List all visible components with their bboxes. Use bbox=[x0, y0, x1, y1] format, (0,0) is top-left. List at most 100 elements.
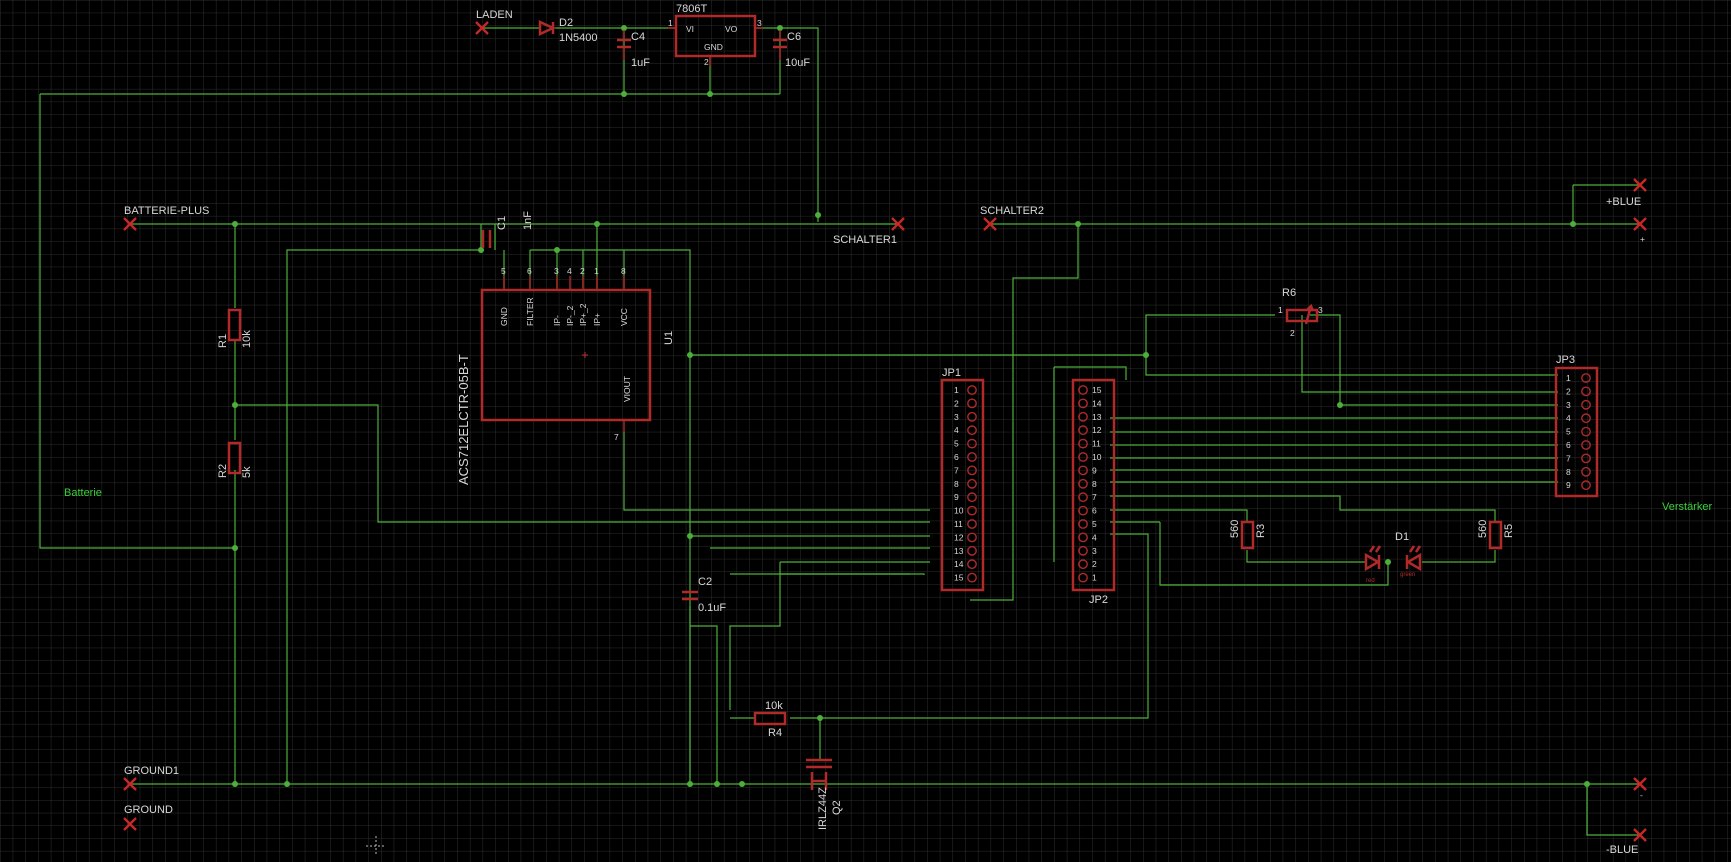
jp1-pin-number: 15 bbox=[954, 573, 964, 583]
jp1-pin-pad bbox=[967, 385, 977, 395]
capacitor-c6[interactable]: C6 10uF bbox=[773, 30, 810, 69]
mosfet-q2-value: IRLZ44Z bbox=[817, 787, 829, 830]
jp3-pin-pad bbox=[1581, 386, 1591, 397]
capacitor-c4-value: 1uF bbox=[631, 57, 650, 69]
jp2-pin-number: 3 bbox=[1092, 546, 1097, 556]
jp1-pin-pad bbox=[967, 465, 977, 476]
jp3-pin-pad bbox=[1581, 399, 1591, 410]
jp1-pin-number: 11 bbox=[954, 519, 963, 529]
resistor-r1-name: R1 bbox=[217, 334, 229, 348]
capacitor-c4-name: C4 bbox=[631, 31, 645, 43]
connector-jp2-name: JP2 bbox=[1089, 594, 1108, 606]
ic-u1-pin-label: IP+_2 bbox=[578, 303, 588, 326]
jp2-pin-pad bbox=[1078, 519, 1088, 529]
trimmer-r6-arrow bbox=[1304, 303, 1315, 325]
junction bbox=[232, 402, 238, 408]
wire-led-mid bbox=[1159, 522, 1389, 586]
diode-d2-symbol bbox=[538, 20, 556, 36]
mosfet-q2[interactable]: IRLZ44Z Q2 bbox=[806, 758, 843, 830]
jp1-pin-number: 12 bbox=[954, 532, 964, 542]
wire-group bbox=[39, 27, 1640, 836]
resistor-r2[interactable]: R2 5k bbox=[217, 441, 253, 478]
jp1-pin-number: 10 bbox=[954, 506, 964, 516]
capacitor-c2[interactable]: C2 0.1uF bbox=[682, 576, 726, 614]
regulator-7806t[interactable]: 7806T VI VO GND 1 3 2 bbox=[668, 3, 763, 67]
connector-jp3-name: JP3 bbox=[1556, 354, 1575, 366]
wire-r6-wiper bbox=[1301, 315, 1558, 393]
resistor-r5-body bbox=[1488, 520, 1503, 550]
junction bbox=[707, 91, 713, 97]
regulator-gnd: GND bbox=[704, 42, 723, 52]
ic-u1-pin7-num: 7 bbox=[614, 432, 619, 442]
jp1-pin-pad bbox=[967, 478, 977, 489]
jp2-pin-number: 1 bbox=[1092, 573, 1097, 583]
resistor-r5[interactable]: 560 R5 bbox=[1477, 520, 1515, 550]
trimmer-r6-pin1: 1 bbox=[1278, 305, 1283, 315]
jp1-pin-number: 3 bbox=[954, 412, 959, 422]
jp3-pin-pad bbox=[1581, 453, 1591, 464]
jp2-pin-pad bbox=[1078, 572, 1088, 583]
regulator-name: 7806T bbox=[676, 3, 707, 15]
resistor-r4[interactable]: 10k R4 bbox=[753, 700, 787, 739]
net-marker-batterie-plus bbox=[123, 217, 137, 231]
trimmer-r6[interactable]: R6 1 3 2 bbox=[1278, 287, 1323, 338]
capacitor-c4[interactable]: C4 1uF bbox=[617, 30, 650, 69]
jp3-pin-number: 8 bbox=[1566, 467, 1571, 477]
trimmer-r6-body bbox=[1285, 308, 1319, 323]
resistor-r1[interactable]: R1 10k bbox=[217, 308, 253, 348]
jp3-pin-pad bbox=[1581, 480, 1591, 491]
junction bbox=[1075, 221, 1081, 227]
net-label-ground: GROUND bbox=[124, 804, 173, 816]
jp1-pin-number: 2 bbox=[954, 398, 959, 408]
net-marker-laden bbox=[475, 21, 489, 35]
resistor-r3[interactable]: 560 R3 bbox=[1229, 520, 1267, 550]
led-d1[interactable]: D1 red green bbox=[1364, 531, 1422, 584]
wire-jp2-gate bbox=[820, 521, 1160, 719]
capacitor-c1-name: C1 bbox=[496, 216, 508, 230]
jp1-pin-number: 9 bbox=[954, 492, 959, 502]
jp2-pin-pad bbox=[1078, 492, 1088, 503]
junction bbox=[1570, 221, 1576, 227]
capacitor-c1-symbol bbox=[481, 230, 492, 248]
wire-jp1-14-down bbox=[729, 562, 781, 710]
jp2-pin-pad bbox=[1078, 559, 1088, 570]
wire-minus-blue bbox=[1586, 784, 1640, 836]
junction bbox=[1337, 402, 1343, 408]
wire-c2-leg bbox=[690, 625, 718, 784]
jp2-pin-number: 9 bbox=[1092, 465, 1097, 475]
net-label-batterie: Batterie bbox=[64, 487, 102, 499]
wire-jp2-to-jp3-1 bbox=[1145, 355, 1558, 376]
origin-marker bbox=[366, 836, 386, 856]
ic-u1-pin-label: IP- bbox=[552, 315, 562, 326]
diode-d2-value: 1N5400 bbox=[559, 32, 598, 44]
junction bbox=[594, 221, 600, 227]
jp2-pin-number: 12 bbox=[1092, 425, 1102, 435]
jp1-pin-pad bbox=[967, 398, 977, 409]
junction bbox=[817, 715, 823, 721]
diode-d2[interactable]: D2 1N5400 bbox=[538, 17, 598, 44]
jp3-pin-number: 3 bbox=[1566, 400, 1571, 410]
jp2-pin-pad bbox=[1078, 465, 1088, 476]
jp2-pin-number: 10 bbox=[1092, 452, 1102, 462]
wire-divider bbox=[235, 404, 930, 523]
jp2-pin-number: 14 bbox=[1092, 398, 1102, 408]
jp1-pin-pad bbox=[967, 425, 977, 436]
jp1-pin-number: 7 bbox=[954, 465, 959, 475]
wire-plus-blue bbox=[1572, 184, 1640, 225]
regulator-vo: VO bbox=[725, 24, 738, 34]
ic-u1-pin-number: 4 bbox=[567, 266, 572, 276]
jp2-pin-number: 7 bbox=[1092, 492, 1097, 502]
net-marker-schalter2 bbox=[983, 217, 997, 231]
jp2-pin-pad bbox=[1078, 545, 1088, 556]
jp2-pin-number: 11 bbox=[1092, 439, 1101, 449]
capacitor-c1[interactable]: C1 1nF bbox=[481, 211, 534, 248]
resistor-r1-value: 10k bbox=[241, 330, 253, 348]
